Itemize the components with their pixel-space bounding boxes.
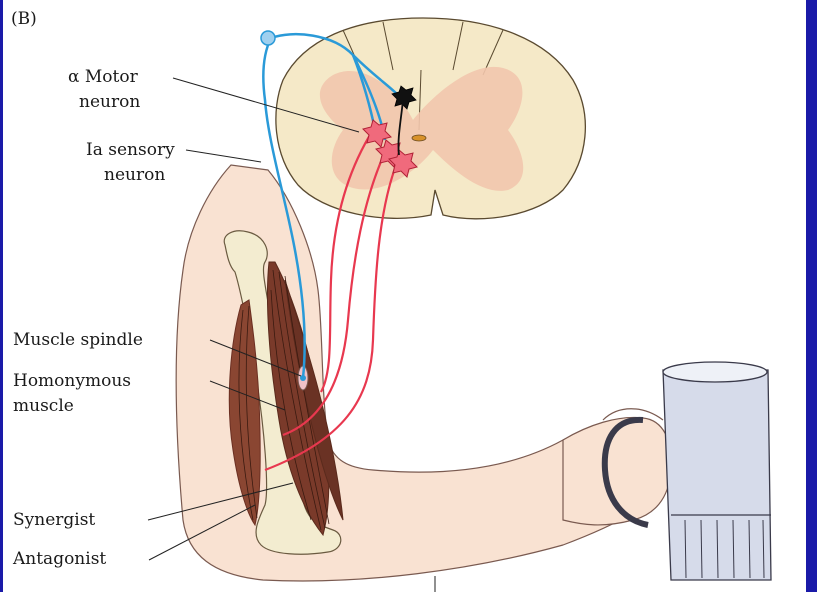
antagonist-label: Antagonist: [13, 548, 106, 570]
homonymous-label-line2: muscle: [13, 395, 74, 417]
homonymous-label-line1: Homonymous: [13, 370, 131, 392]
muscle-spindle-label: Muscle spindle: [13, 329, 143, 351]
alpha-motor-label-line2: neuron: [79, 91, 140, 113]
diagram-canvas: (B) α Motor neuron Ia sensory neuron Mus…: [3, 0, 806, 592]
ia-sensory-label-line2: neuron: [104, 164, 165, 186]
synergist-label: Synergist: [13, 509, 95, 531]
alpha-motor-label-line1: α Motor: [68, 66, 138, 88]
figure-label: (B): [11, 8, 37, 30]
ia-sensory-label-line1: Ia sensory: [86, 139, 175, 161]
reflex-arc-illustration: [3, 0, 806, 592]
central-canal: [412, 135, 426, 141]
right-frame-border: [806, 0, 817, 592]
dorsal-root-ganglion: [261, 31, 275, 45]
